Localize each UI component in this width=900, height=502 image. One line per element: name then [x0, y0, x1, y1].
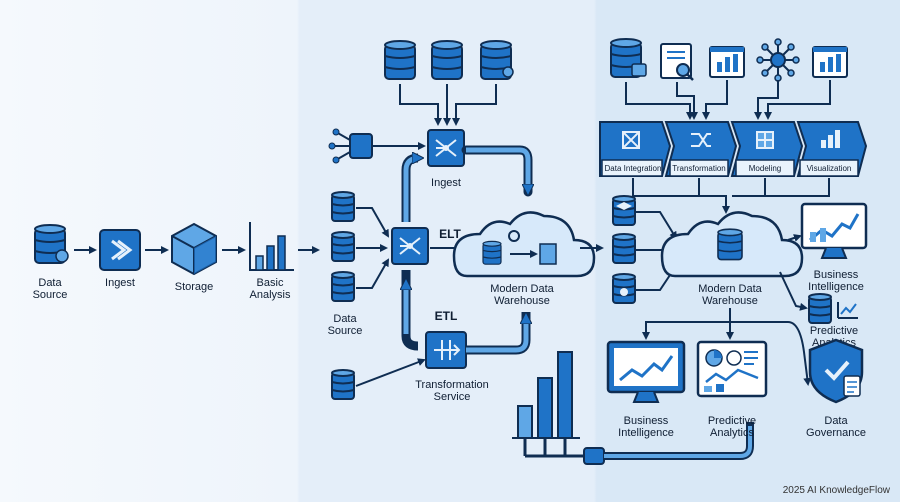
puzzle-icon	[756, 131, 774, 149]
stage-modeling: Modeling	[730, 121, 804, 177]
filter-icon	[425, 331, 467, 369]
label-data-source-2a: Data	[333, 313, 357, 325]
panel-elt-etl: Ingest Data Source ELT Modern Data Wareh…	[328, 40, 754, 465]
label-pa-b: Analytics	[710, 427, 755, 439]
stage-label-2: Transformation	[672, 164, 726, 173]
label-warehouse-3a: Modern Data	[698, 283, 762, 295]
ingest-icon	[99, 229, 141, 271]
shield-icon	[808, 338, 864, 404]
hub-icon	[427, 129, 465, 167]
connector	[356, 207, 389, 238]
connector	[452, 84, 497, 126]
search-report-icon	[660, 43, 694, 81]
shuffle-icon	[691, 133, 711, 147]
label-data-source-2b: Source	[328, 325, 363, 337]
connector	[632, 178, 730, 214]
trend-icon	[837, 302, 858, 319]
label-storage: Storage	[175, 281, 214, 293]
bar-chart-icon	[821, 130, 840, 148]
label-elt: ELT	[439, 227, 461, 241]
label-ingest-2: Ingest	[431, 177, 461, 189]
label-basic-analysis-a: Basic	[257, 277, 284, 289]
label-bi-a: Business	[624, 415, 669, 427]
label-transformation-a: Transformation	[415, 379, 489, 391]
bar-chart-icon	[512, 351, 590, 458]
database-icon	[480, 40, 514, 80]
plug-icon	[583, 447, 605, 465]
database-icon	[808, 293, 832, 324]
panel-basic-pipeline: Data Source Ingest Storage Basic Analysi…	[33, 222, 320, 301]
label-data-source-1b: Source	[33, 289, 68, 301]
stage-transformation: Transformation	[664, 121, 738, 177]
label-etl: ETL	[435, 309, 458, 323]
hub-icon	[391, 227, 429, 265]
flow-pipe	[466, 316, 526, 353]
arrow	[787, 234, 802, 242]
label-pa-a: Predictive	[708, 415, 756, 427]
database-icon	[610, 38, 647, 78]
connector	[698, 178, 766, 196]
flow-pipe	[461, 145, 533, 197]
puzzle-icon	[622, 131, 640, 149]
flow-pipe	[466, 147, 528, 192]
dashboard-icon	[696, 340, 768, 398]
bar-chart-icon	[249, 222, 294, 271]
cloud-icon	[452, 211, 596, 278]
label-data-source-1a: Data	[38, 277, 62, 289]
label-bi-b: Intelligence	[618, 427, 674, 439]
bar-chart-icon	[709, 46, 745, 78]
monitor-icon	[606, 340, 686, 403]
cloud-icon	[660, 211, 804, 278]
connector	[732, 178, 830, 197]
label-gov-a: Data	[824, 415, 848, 427]
label-bi-right-b: Intelligence	[808, 281, 864, 293]
credit-text: 2025 AI KnowledgeFlow	[782, 485, 890, 496]
cube-icon	[171, 222, 217, 276]
label-transformation-b: Service	[434, 391, 471, 403]
database-icon	[331, 369, 355, 400]
stage-label-4: Visualization	[807, 164, 852, 173]
stage-label-3: Modeling	[749, 164, 781, 173]
database-icon	[331, 191, 355, 222]
connectors-bottom	[642, 308, 812, 386]
flow-pipe	[466, 312, 531, 355]
plug-icon	[328, 128, 373, 164]
label-bi-right-a: Business	[814, 269, 859, 281]
connector	[355, 358, 426, 387]
flow-pipe	[604, 426, 752, 458]
connector	[779, 271, 808, 311]
panel-modern-stack: Data Integration Transformation Modeling	[599, 38, 868, 439]
database-icon	[717, 228, 743, 261]
database-icon	[34, 224, 69, 264]
label-ingest-1: Ingest	[105, 277, 135, 289]
stage-label-1: Data Integration	[605, 164, 662, 173]
connector	[356, 258, 389, 289]
label-basic-analysis-b: Analysis	[250, 289, 291, 301]
stage-data-integration: Data Integration	[599, 121, 672, 177]
label-warehouse-2b: Warehouse	[494, 295, 550, 307]
database-icon	[612, 233, 636, 264]
database-icon	[612, 273, 636, 304]
flow-pipe	[401, 270, 419, 351]
connectors-top	[625, 80, 831, 120]
stage-visualization: Visualization	[796, 121, 868, 177]
label-gov-b: Governance	[806, 427, 866, 439]
monitor-icon	[800, 202, 868, 259]
network-icon	[756, 38, 800, 82]
database-icon	[612, 195, 636, 226]
database-icon	[384, 40, 416, 80]
label-pa-right-a: Predictive	[810, 325, 858, 337]
label-warehouse-2a: Modern Data	[490, 283, 554, 295]
database-icon	[331, 271, 355, 302]
database-icon	[331, 231, 355, 262]
connector	[399, 84, 442, 126]
bar-chart-icon	[812, 46, 848, 78]
database-icon	[482, 240, 502, 265]
label-warehouse-3b: Warehouse	[702, 295, 758, 307]
database-icon	[431, 40, 463, 80]
flow-pipe	[403, 158, 420, 222]
